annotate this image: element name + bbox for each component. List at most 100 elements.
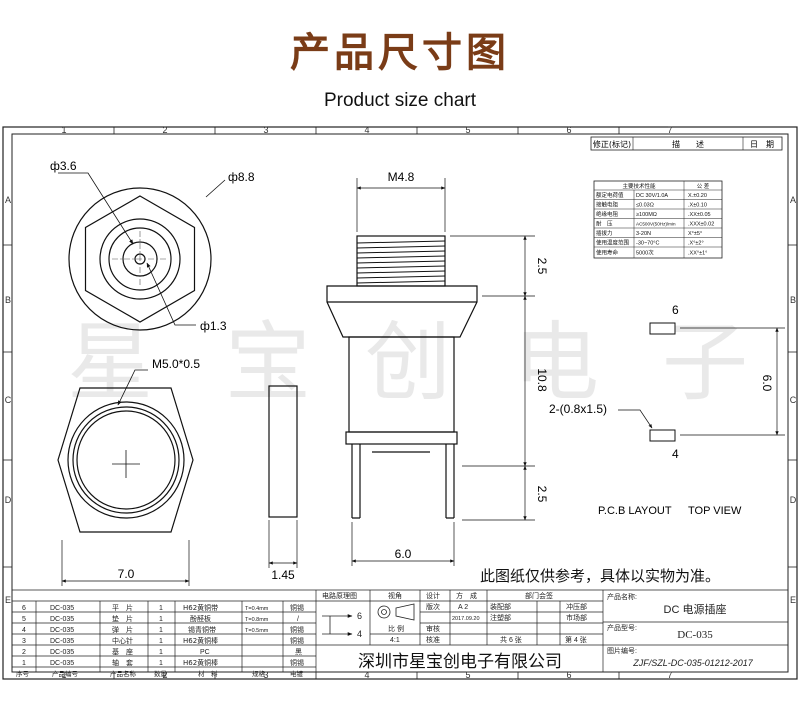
dim-pad: 2-(0.8x1.5) [549, 402, 607, 416]
spec-cell: .XXX±0.02 [688, 222, 714, 228]
bom-footer-cell: 材 料 [198, 669, 218, 678]
view-label: 视角 [388, 591, 402, 600]
revision-date-header: 日 期 [750, 140, 774, 149]
dim-m50: M5.0*0.5 [152, 357, 200, 371]
total-sheets: 共 6 张 [500, 635, 522, 644]
bom-cell: DC-035 [50, 638, 74, 645]
party-label: 方 成 [456, 591, 477, 600]
circuit-label: 电路原理图 [322, 591, 357, 600]
bom-cell: 1 [159, 605, 163, 612]
bom-cell: 酚醛板 [190, 614, 211, 623]
row-label: A [790, 195, 796, 205]
dim-d13: ф1.3 [200, 319, 227, 333]
nut-crosshair [112, 450, 140, 478]
page-title: 产品尺寸图 [290, 30, 510, 76]
dim-pcb60: 6.0 [760, 375, 774, 392]
watermark-char: 宝 [225, 315, 311, 411]
revision-desc-header: 描 述 [672, 139, 704, 149]
bom-cell: 1 [22, 660, 26, 667]
dim-line-60 [351, 522, 455, 566]
front-view-centerlines [112, 231, 168, 287]
col-label: 1 [61, 125, 66, 135]
bom-cell: 5 [22, 616, 26, 623]
bom-footer-cell: 电镀 [290, 669, 304, 678]
company-name: 深圳市星宝创电子有限公司 [358, 652, 562, 672]
row-label: E [790, 595, 796, 605]
projection-symbol [377, 603, 415, 621]
scale-label: 比 例 [388, 624, 404, 633]
circuit-symbol [322, 614, 353, 636]
stamping-label: 冲压部 [566, 602, 587, 611]
dim-w60: 6.0 [395, 547, 412, 561]
col-label: 7 [667, 125, 672, 135]
approval-text: 电路原理图 视角 设计 方 成 部门会签 版次 A 2 装配部 冲压部 注塑部 … [322, 591, 587, 644]
pcb-pads [649, 322, 676, 442]
col-label: 6 [566, 670, 571, 680]
market-label: 市场部 [566, 613, 587, 622]
date-label: 注塑部 [490, 613, 511, 622]
row-label: D [5, 495, 12, 505]
spec-cell: .X±0.10 [688, 203, 707, 209]
pin-4: 4 [357, 629, 362, 639]
col-label: 4 [364, 670, 369, 680]
dim-h25a: 2.5 [535, 258, 549, 275]
bom-cell: 垫 片 [112, 614, 133, 623]
drawing-number: ZJF/SZL-DC-035-01212-2017 [632, 658, 754, 668]
col-label: 5 [465, 125, 470, 135]
bom-text: 6 DC-035 平 片 1 H62黄铜带 T=0.4mm 铜锡 5 DC-03… [22, 603, 304, 667]
bom-cell: 2 [22, 649, 26, 656]
col-label: 3 [263, 125, 268, 135]
bom-footer-cell: 数量 [154, 669, 168, 678]
thread-lines [356, 240, 446, 284]
bom-cell: 1 [159, 616, 163, 623]
bom-cell: T=0.4mm [245, 606, 269, 612]
dim-line-145 [268, 520, 298, 568]
scale-value: 4:1 [390, 637, 400, 644]
title-block-lines [12, 589, 788, 672]
version-label: 版次 [426, 602, 440, 611]
dim-h108: 10.8 [535, 368, 549, 392]
design-label: 设计 [426, 591, 440, 600]
product-model-label: 产品型号: [607, 623, 637, 632]
spec-cell: 接触电阻 [596, 201, 619, 209]
bom-cell: 1 [159, 660, 163, 667]
dim-w70: 7.0 [118, 567, 135, 581]
bom-footer-cell: 产品名称 [110, 669, 137, 678]
bom-footer: 序号 产品编号 产品名称 数量 材 料 规格 电镀 [16, 669, 304, 678]
bom-cell: 1 [159, 649, 163, 656]
sheet-number: 第 4 张 [565, 635, 587, 644]
spec-cell: ≤0.03Ω [636, 203, 654, 209]
drawing-number-label: 图片编号: [607, 646, 637, 655]
bom-cell: H62黄铜棒 [183, 636, 218, 645]
page-subtitle: Product size chart [323, 90, 477, 111]
reference-notice: 此图纸仅供参考，具体以实物为准。 [480, 567, 720, 585]
review-label: 审核 [426, 624, 440, 633]
drawing-frame [2, 126, 798, 680]
spec-cell: 3-20N [636, 231, 651, 237]
dim-m48: M4.8 [388, 170, 415, 184]
spec-cell: AC500V(50Hz)/min [636, 222, 676, 227]
bom-cell: DC-035 [50, 649, 74, 656]
col-label: 1 [61, 670, 66, 680]
bom-cell: 黑 [295, 648, 302, 656]
bom-cell: H62黄铜带 [183, 603, 218, 612]
bom-cell: / [297, 616, 299, 623]
spec-cell: X°±5° [688, 231, 702, 237]
bom-cell: DC-035 [50, 660, 74, 667]
top-view-label: TOP VIEW [688, 505, 742, 517]
row-label: B [5, 295, 11, 305]
spec-table [593, 180, 723, 259]
bom-cell: T=0.5mm [245, 628, 269, 634]
product-name: DC 电源插座 [664, 602, 727, 616]
spec-cell: DC 30V/1.0A [636, 193, 668, 199]
bom-cell: 铜锡 [290, 625, 304, 634]
revision-table: 修正(标记) 描 述 日 期 [590, 136, 783, 151]
dim-w145: 1.45 [271, 568, 295, 582]
bom-cell: T=0.8mm [245, 617, 269, 623]
nut-leader [117, 369, 148, 406]
spec-cell: -30~70°C [636, 241, 659, 247]
bom-cell: 4 [22, 627, 26, 634]
pcb-layout-label: P.C.B LAYOUT [598, 505, 672, 517]
bom-cell: 轴 套 [112, 658, 133, 667]
